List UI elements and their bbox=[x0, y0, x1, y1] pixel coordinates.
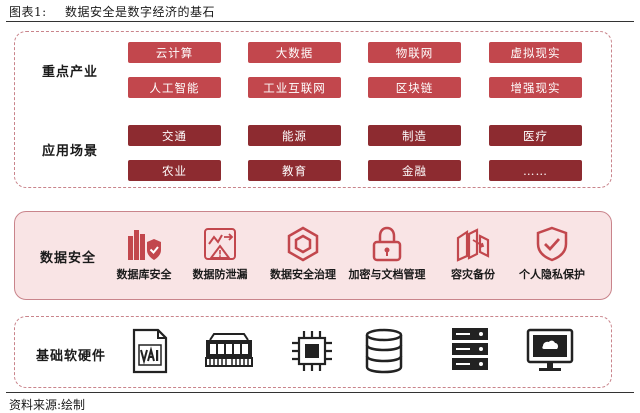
scenario-tag: 能源 bbox=[248, 125, 341, 146]
security-item-governance: 数据安全治理 bbox=[263, 226, 343, 282]
shield-check-icon bbox=[536, 226, 568, 262]
bottom-rule bbox=[6, 392, 634, 393]
scenario-tag: …… bbox=[489, 160, 582, 181]
hardware-label: 基础软硬件 bbox=[36, 349, 107, 364]
industry-tag: 云计算 bbox=[128, 42, 221, 63]
hexagon-governance-icon bbox=[287, 226, 319, 262]
database-shield-icon bbox=[128, 230, 161, 260]
memory-module-icon bbox=[205, 333, 253, 367]
source-note: 资料来源:绘制 bbox=[9, 398, 86, 412]
scenario-tag: 农业 bbox=[128, 160, 221, 181]
industry-tag: 区块链 bbox=[368, 77, 461, 98]
key-industries-label: 重点产业 bbox=[42, 65, 99, 80]
top-rule bbox=[6, 21, 634, 22]
software-doc-icon bbox=[132, 328, 168, 374]
security-item-label: 数据库安全 bbox=[116, 268, 172, 281]
figure-number: 图表1: bbox=[9, 5, 47, 19]
scenario-tag: 交通 bbox=[128, 125, 221, 146]
server-rack-icon bbox=[452, 328, 488, 370]
backup-icon bbox=[456, 228, 490, 262]
security-item-backup: 容灾备份 bbox=[433, 226, 513, 282]
security-item-leak: 数据防泄漏 bbox=[180, 226, 260, 282]
industry-tag: 虚拟现实 bbox=[489, 42, 582, 63]
security-item-label: 个人隐私保护 bbox=[519, 268, 585, 281]
lock-icon bbox=[372, 226, 402, 262]
security-item-privacy: 个人隐私保护 bbox=[512, 226, 592, 282]
security-item-label: 数据安全治理 bbox=[270, 268, 336, 281]
industry-tag: 人工智能 bbox=[128, 77, 221, 98]
security-item-label: 容灾备份 bbox=[451, 268, 495, 281]
security-item-label: 数据防泄漏 bbox=[192, 268, 248, 281]
scenario-tag: 制造 bbox=[368, 125, 461, 146]
industry-tag: 工业互联网 bbox=[248, 77, 341, 98]
data-security-label: 数据安全 bbox=[40, 251, 97, 266]
industry-tag: 物联网 bbox=[368, 42, 461, 63]
leak-prevention-icon bbox=[204, 228, 236, 260]
scenario-tag: 医疗 bbox=[489, 125, 582, 146]
security-item-encryption: 加密与文档管理 bbox=[347, 226, 427, 282]
cpu-chip-icon bbox=[292, 331, 332, 371]
figure-title: 数据安全是数字经济的基石 bbox=[65, 5, 216, 19]
industry-tag: 大数据 bbox=[248, 42, 341, 63]
database-stack-icon bbox=[365, 328, 403, 374]
security-item-database: 数据库安全 bbox=[104, 226, 184, 282]
monitor-icon bbox=[526, 328, 574, 371]
industry-tag: 增强现实 bbox=[489, 77, 582, 98]
scenario-tag: 金融 bbox=[368, 160, 461, 181]
security-item-label: 加密与文档管理 bbox=[348, 268, 426, 281]
scenario-tag: 教育 bbox=[248, 160, 341, 181]
figure-caption: 图表1: 数据安全是数字经济的基石 bbox=[9, 3, 215, 20]
scenarios-label: 应用场景 bbox=[42, 144, 99, 159]
